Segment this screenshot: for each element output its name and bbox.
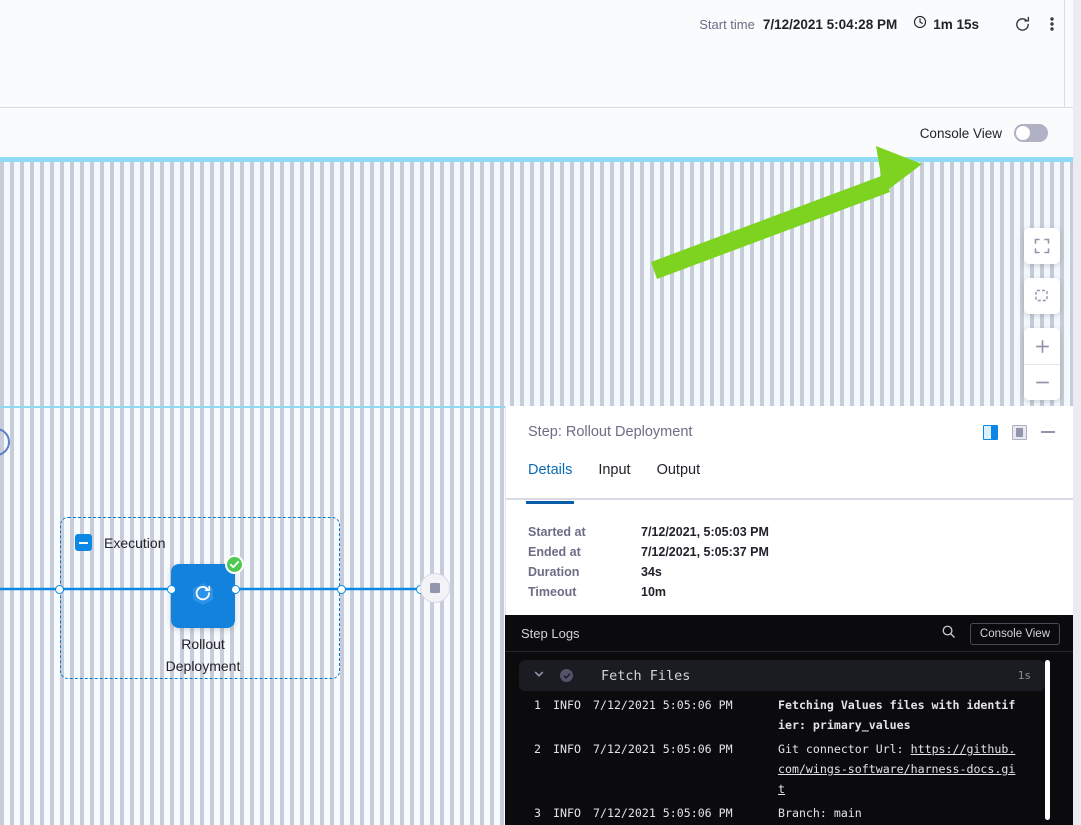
- log-level: INFO: [553, 742, 581, 756]
- split-view-icon[interactable]: [983, 424, 998, 440]
- log-timestamp: 7/12/2021 5:05:06 PM: [593, 698, 733, 712]
- topbar-divider: [1064, 0, 1065, 108]
- log-line-number: 1: [534, 698, 541, 712]
- graph-connector-dot[interactable]: [167, 585, 176, 594]
- plus-icon[interactable]: [1024, 328, 1060, 364]
- log-timestamp: 7/12/2021 5:05:06 PM: [593, 742, 733, 756]
- pipeline-canvas-lower[interactable]: Execution Rollout: [0, 406, 505, 825]
- log-line-number: 3: [534, 806, 541, 820]
- log-group-duration: 1s: [1017, 669, 1031, 682]
- log-line: 2 INFO 7/12/2021 5:05:06 PM Git connecto…: [519, 735, 1073, 799]
- log-line-number: 2: [534, 742, 541, 756]
- start-time-value: 7/12/2021 5:04:28 PM: [762, 16, 898, 32]
- graph-connector-dot[interactable]: [231, 585, 240, 594]
- log-group-name: Fetch Files: [601, 667, 691, 684]
- step-details-list: Started at 7/12/2021, 5:05:03 PM Ended a…: [506, 500, 1073, 602]
- log-message: Branch: main: [778, 806, 862, 820]
- log-message-text: Git connector Url:: [778, 742, 911, 756]
- check-circle-icon: [225, 555, 244, 574]
- step-logs-title: Step Logs: [521, 625, 580, 641]
- step-logs-body[interactable]: Fetch Files 1s 1 INFO 7/12/2021 5:05:06 …: [505, 652, 1073, 825]
- rolling-deployment-icon: [188, 579, 218, 614]
- duration-value: 1m 15s: [933, 16, 979, 32]
- canvas-controls: [1024, 228, 1060, 400]
- step-node-rollout-deployment[interactable]: [171, 555, 244, 628]
- check-circle-icon: [560, 669, 573, 682]
- right-gutter: [1073, 0, 1081, 825]
- panel-title: Step: Rollout Deployment: [528, 424, 693, 440]
- execution-group[interactable]: Execution: [60, 517, 340, 679]
- log-timestamp: 7/12/2021 5:05:06 PM: [593, 806, 733, 820]
- start-time-label: Start time: [699, 16, 755, 32]
- detail-key: Timeout: [528, 585, 577, 599]
- log-message-link[interactable]: https://github.com/wings-software/harnes…: [778, 742, 1016, 796]
- logs-scrollbar[interactable]: [1045, 660, 1050, 820]
- chevron-down-icon[interactable]: [533, 668, 545, 683]
- log-line: 1 INFO 7/12/2021 5:05:06 PM Fetching Val…: [519, 691, 1073, 735]
- panel-tabs: Details Input Output: [506, 458, 1073, 504]
- minus-square-icon[interactable]: [75, 534, 92, 551]
- detail-key: Duration: [528, 565, 580, 579]
- detail-value: 10m: [641, 585, 667, 599]
- detail-row: Duration 34s: [528, 562, 1051, 582]
- log-group-fetch-files[interactable]: Fetch Files 1s: [519, 660, 1045, 691]
- detail-value: 7/12/2021, 5:05:37 PM: [641, 545, 769, 559]
- step-logs-panel: Step Logs Console View: [505, 615, 1073, 825]
- pipeline-graph: Execution Rollout: [0, 408, 505, 825]
- search-icon[interactable]: [941, 624, 956, 644]
- graph-connector-dot[interactable]: [337, 585, 346, 594]
- clock-icon: [913, 15, 927, 34]
- refresh-icon[interactable]: [1007, 9, 1037, 39]
- detail-row: Ended at 7/12/2021, 5:05:37 PM: [528, 542, 1051, 562]
- fit-screen-icon[interactable]: [1024, 228, 1060, 264]
- console-view-bar: Console View: [0, 109, 1073, 157]
- panel-view-icon[interactable]: [1012, 424, 1027, 440]
- minimize-icon[interactable]: [1041, 431, 1055, 433]
- tab-input[interactable]: Input: [598, 462, 631, 478]
- execution-status-bar: Start time 7/12/2021 5:04:28 PM 1m 15s: [0, 0, 1073, 108]
- logs-console-view-button[interactable]: Console View: [969, 622, 1060, 645]
- selection-box-icon[interactable]: [1024, 278, 1060, 314]
- detail-key: Started at: [528, 525, 586, 539]
- log-level: INFO: [553, 806, 581, 820]
- detail-row: Timeout 10m: [528, 582, 1051, 602]
- execution-group-label: Execution: [104, 534, 166, 551]
- detail-key: Ended at: [528, 545, 581, 559]
- graph-connectors: [0, 428, 420, 591]
- console-view-label: Console View: [919, 125, 1002, 141]
- detail-row: Started at 7/12/2021, 5:05:03 PM: [528, 522, 1051, 542]
- detail-value: 7/12/2021, 5:05:03 PM: [641, 525, 769, 539]
- log-level: INFO: [553, 698, 581, 712]
- log-line: 3 INFO 7/12/2021 5:05:06 PM Branch: main: [519, 799, 1073, 823]
- stop-square-icon[interactable]: [420, 573, 450, 603]
- graph-connector-dot[interactable]: [55, 585, 64, 594]
- pipeline-canvas-upper[interactable]: [0, 157, 1073, 406]
- minus-icon[interactable]: [1024, 364, 1060, 400]
- console-view-toggle[interactable]: [1014, 124, 1048, 142]
- step-node-label: Rollout Deployment: [165, 636, 241, 674]
- log-message: Git connector Url: https://github.com/wi…: [778, 739, 1016, 799]
- log-message: Fetching Values files with identifier: p…: [778, 698, 1016, 732]
- tab-details[interactable]: Details: [525, 458, 575, 504]
- tab-output[interactable]: Output: [656, 462, 701, 478]
- detail-value: 34s: [641, 565, 662, 579]
- more-vertical-icon[interactable]: [1037, 9, 1067, 39]
